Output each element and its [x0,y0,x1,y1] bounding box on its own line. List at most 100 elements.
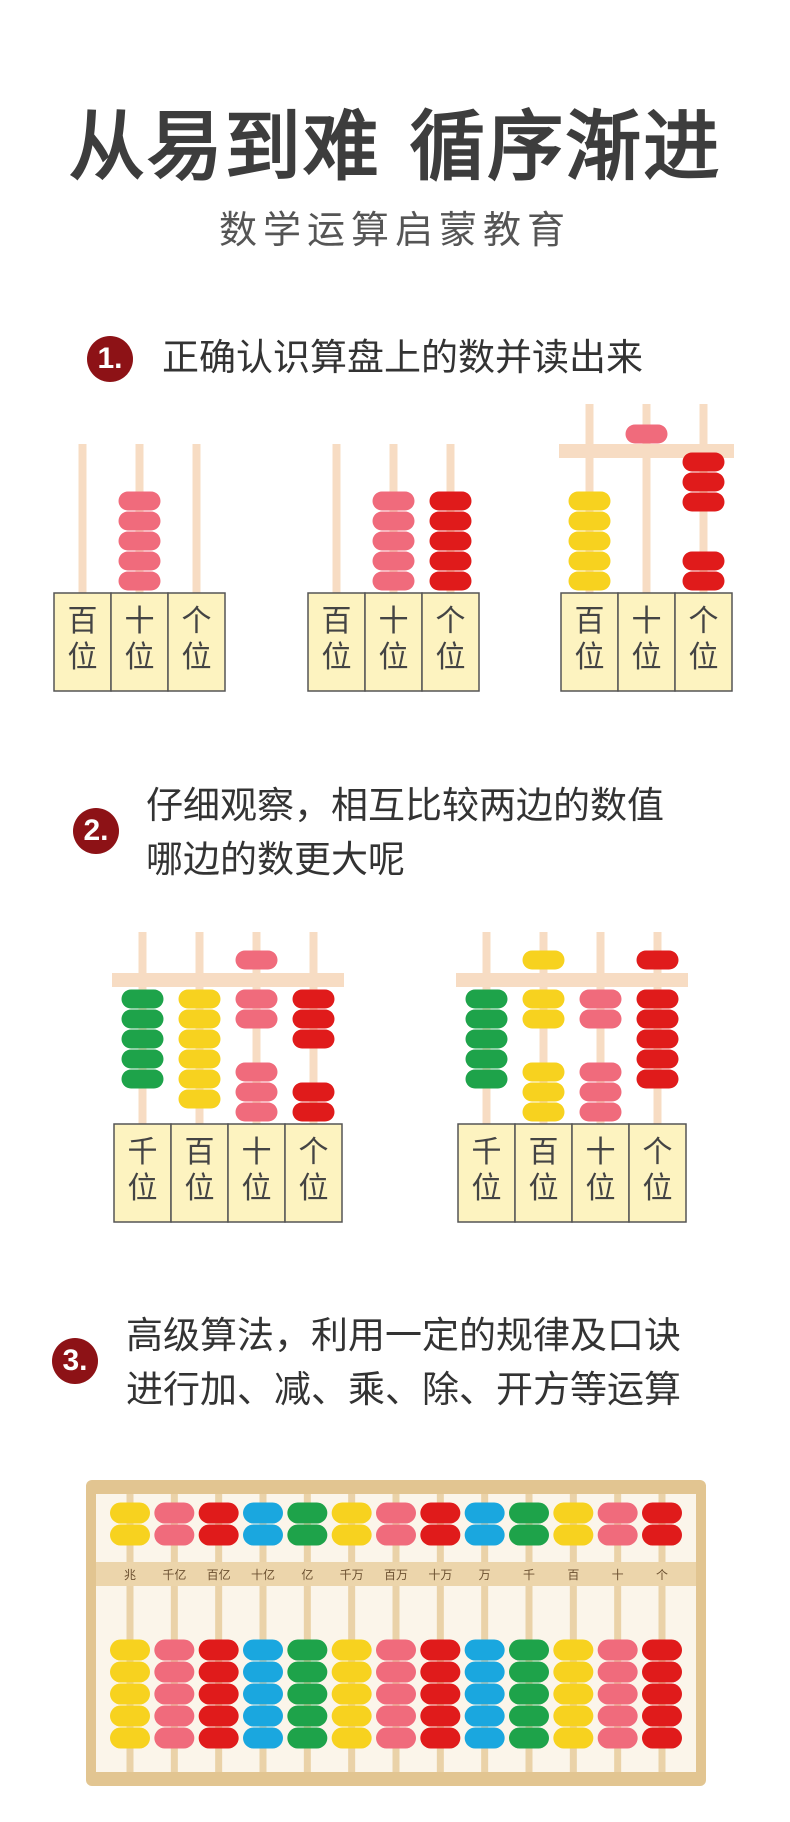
upper-bead [287,1524,328,1546]
lower-bead [522,1082,565,1102]
place-label-char: 个 [436,604,466,639]
place-label-char: 十 [586,1135,616,1170]
lower-bead [287,1661,328,1683]
lower-bead [682,551,725,571]
lower-bead [465,989,508,1009]
lower-bead [110,1661,150,1683]
upper-bead [464,1502,505,1524]
place-label-char: 个 [689,604,719,639]
upper-bead [292,989,335,1009]
place-value-label: 百万 [384,1568,408,1582]
place-label-char: 位 [632,640,662,675]
abacus-rod [78,444,87,593]
lower-bead [597,1705,638,1727]
lower-bead [243,1639,283,1661]
upper-bead [522,1009,565,1029]
upper-bead [579,989,622,1009]
lower-bead [597,1683,638,1705]
lower-bead [636,1029,679,1049]
place-label-char: 位 [575,640,605,675]
step-2-badge: 2. [73,808,119,854]
lower-bead [198,1683,239,1705]
lower-bead [522,1102,565,1122]
upper-bead [522,989,565,1009]
lower-bead [642,1705,682,1727]
lower-bead [121,1049,164,1069]
lower-bead [287,1639,328,1661]
lower-bead [198,1727,239,1749]
lower-bead [464,1661,505,1683]
lower-bead [509,1683,549,1705]
lower-bead [198,1639,239,1661]
place-label-char: 十 [632,604,662,639]
lower-bead [118,551,161,571]
lower-bead [522,1062,565,1082]
place-label-box [170,1123,229,1223]
abacus-beam [96,1562,696,1586]
place-label-char: 位 [529,1171,559,1206]
lower-bead [154,1661,195,1683]
lower-bead [178,989,221,1009]
abacus-rod [259,1494,267,1772]
place-value-label: 千万 [340,1568,364,1582]
place-label-box [364,592,423,692]
upper-bead [682,492,725,512]
lower-bead [464,1705,505,1727]
upper-bead [464,1524,505,1546]
lower-bead [118,571,161,591]
place-label-char: 位 [322,640,352,675]
place-label-box [628,1123,687,1223]
upper-bead [625,424,668,444]
lower-bead [376,1705,416,1727]
abacus-rod [614,1494,622,1772]
place-label-box [560,592,619,692]
place-label-char: 位 [182,640,212,675]
lower-bead [287,1727,328,1749]
place-label-char: 位 [436,640,466,675]
upper-bead [597,1502,638,1524]
lower-bead [597,1661,638,1683]
place-label-char: 百 [529,1135,559,1170]
abacus-rod [481,1494,489,1772]
abacus-rod [525,1494,533,1772]
place-value-label: 十亿 [251,1567,275,1582]
lower-bead [372,491,415,511]
lower-bead [178,1049,221,1069]
upper-bead [597,1524,638,1546]
lower-bead [376,1727,416,1749]
lower-bead [429,531,472,551]
upper-bead [235,950,278,970]
lower-bead [642,1639,682,1661]
lower-bead [509,1661,549,1683]
lower-bead [579,1102,622,1122]
lower-bead [376,1639,416,1661]
lower-bead [331,1727,372,1749]
lower-bead [154,1705,195,1727]
lower-bead [429,551,472,571]
place-label-box [113,1123,172,1223]
place-label-char: 百 [575,604,605,639]
abacus-rod [170,1494,178,1772]
lower-bead [420,1661,461,1683]
lower-bead [464,1683,505,1705]
lower-bead [579,1082,622,1102]
lower-bead [465,1049,508,1069]
place-label-char: 千 [472,1135,502,1170]
upper-bead [331,1524,372,1546]
upper-bead [287,1502,328,1524]
abacus-rod [332,444,341,593]
upper-bead [292,1009,335,1029]
lower-bead [568,551,611,571]
place-label-box [457,1123,516,1223]
place-label-char: 位 [689,640,719,675]
lower-bead [597,1727,638,1749]
lower-bead [292,1082,335,1102]
lower-bead [372,531,415,551]
abacus-rod [569,1494,577,1772]
place-value-label: 十万 [428,1568,452,1582]
lower-bead [118,491,161,511]
step-3-text-line-1: 高级算法，利用一定的规律及口诀 [126,1314,681,1357]
place-value-label: 个 [656,1568,668,1582]
lower-bead [178,1029,221,1049]
